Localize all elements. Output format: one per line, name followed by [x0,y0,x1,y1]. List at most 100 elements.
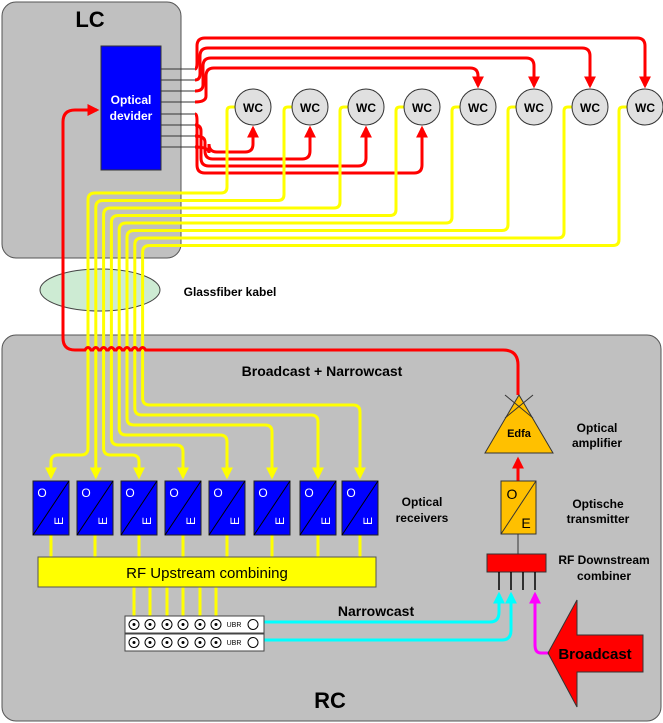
receiver-e: E [361,517,375,525]
receiver-e: E [273,517,287,525]
fiber-to-wc [194,46,596,89]
broadcast-narrowcast-label: Broadcast + Narrowcast [242,363,403,379]
wc-label: WC [524,101,544,115]
rf-downstream-combiner [486,553,547,573]
receiver-o: O [169,486,178,500]
rf-downstream-label: combiner [577,569,631,583]
broadcast-label: Broadcast [558,646,631,663]
wc-label: WC [300,101,320,115]
optical-receiver: OE [164,480,202,536]
ubr-port [210,637,222,648]
wc-label: WC [635,101,655,115]
ubr-port [177,637,189,648]
ubr-panel: UBR [124,633,265,652]
ubr-port [247,637,259,648]
receiver-e: E [96,517,110,525]
glassfiber-cable [39,268,161,312]
transmitter-e: E [521,515,530,531]
rf-downstream-label: RF Downstream [558,553,649,567]
receiver-e: E [228,517,242,525]
narrowcast-label: Narrowcast [338,603,415,619]
broadcast-line [529,591,548,655]
wc-node: WC [626,88,663,126]
edfa-amplifier [484,394,554,454]
optical-divider-label: Optical [111,93,152,107]
receiver-e: E [52,517,66,525]
wc-node: WC [291,88,329,126]
fiber-to-wc [194,36,651,89]
fiber-to-wc [194,112,428,175]
fiber-to-wc [194,123,372,168]
ubr-label: UBR [227,622,242,629]
broadcast-arrow [547,599,644,708]
ubr-port [144,619,156,630]
receiver-e: E [319,517,333,525]
return-fiber [109,105,404,480]
rc-label: RC [314,688,346,713]
glassfiber-label: Glassfiber kabel [184,285,277,299]
fiber-to-wc [194,125,259,154]
optische-transmitter-label: Optische [572,497,624,511]
optical-receiver: OE [208,480,246,536]
edfa-label: Edfa [507,428,532,440]
receiver-o: O [37,486,46,500]
receiver-o: O [213,486,222,500]
return-fiber [133,105,572,480]
return-fiber [102,105,348,480]
ubr-port [194,637,206,648]
wc-node: WC [459,88,497,126]
main-fiber [61,104,520,395]
return-fiber [141,105,627,480]
optical-divider [100,45,162,171]
wc-node: WC [234,88,272,126]
wc-label: WC [468,101,488,115]
optical-receiver: OE [76,480,114,536]
optical-amplifier-label: amplifier [572,436,622,450]
optical-receiver: OE [341,480,379,536]
ubr-port [247,619,259,630]
narrowcast-line [258,591,505,624]
optical-receiver: OE [120,480,158,536]
receiver-o: O [125,486,134,500]
ubr-port [128,637,140,648]
optical-receivers-label: receivers [396,511,449,525]
receiver-o: O [346,486,355,500]
ubr-port [144,637,156,648]
wc-label: WC [243,101,263,115]
receiver-e: E [140,517,154,525]
optical-receiver: OE [32,480,70,536]
optical-receivers-label: Optical [402,495,443,509]
wc-label: WC [356,101,376,115]
rf-upstream-combining [37,556,377,588]
ubr-port [210,619,222,630]
wc-node: WC [515,88,553,126]
optical-divider-label: devider [110,109,153,123]
fiber-to-wc [194,56,540,93]
wc-node: WC [347,88,385,126]
receiver-e: E [184,517,198,525]
ubr-port [194,619,206,630]
optical-amplifier-label: Optical [577,421,618,435]
wc-label: WC [580,101,600,115]
lc-label: LC [75,7,104,32]
return-fiber [117,105,460,480]
optical-receiver: OE [253,480,291,536]
receiver-o: O [258,486,267,500]
optical-receiver: OE [299,480,337,536]
receiver-o: O [81,486,90,500]
return-fiber [45,105,235,480]
narrowcast-line [258,591,517,642]
wc-node: WC [403,88,441,126]
rf-upstream-label: RF Upstream combining [126,565,288,582]
optische-transmitter-label: transmitter [567,512,630,526]
fiber-to-wc [194,66,484,104]
return-fiber [89,105,292,480]
ubr-panel: UBR [124,615,265,634]
ubr-label: UBR [227,640,242,647]
ubr-port [161,619,173,630]
ubr-port [177,619,189,630]
return-fiber [125,105,516,480]
wc-label: WC [412,101,432,115]
ubr-port [161,637,173,648]
